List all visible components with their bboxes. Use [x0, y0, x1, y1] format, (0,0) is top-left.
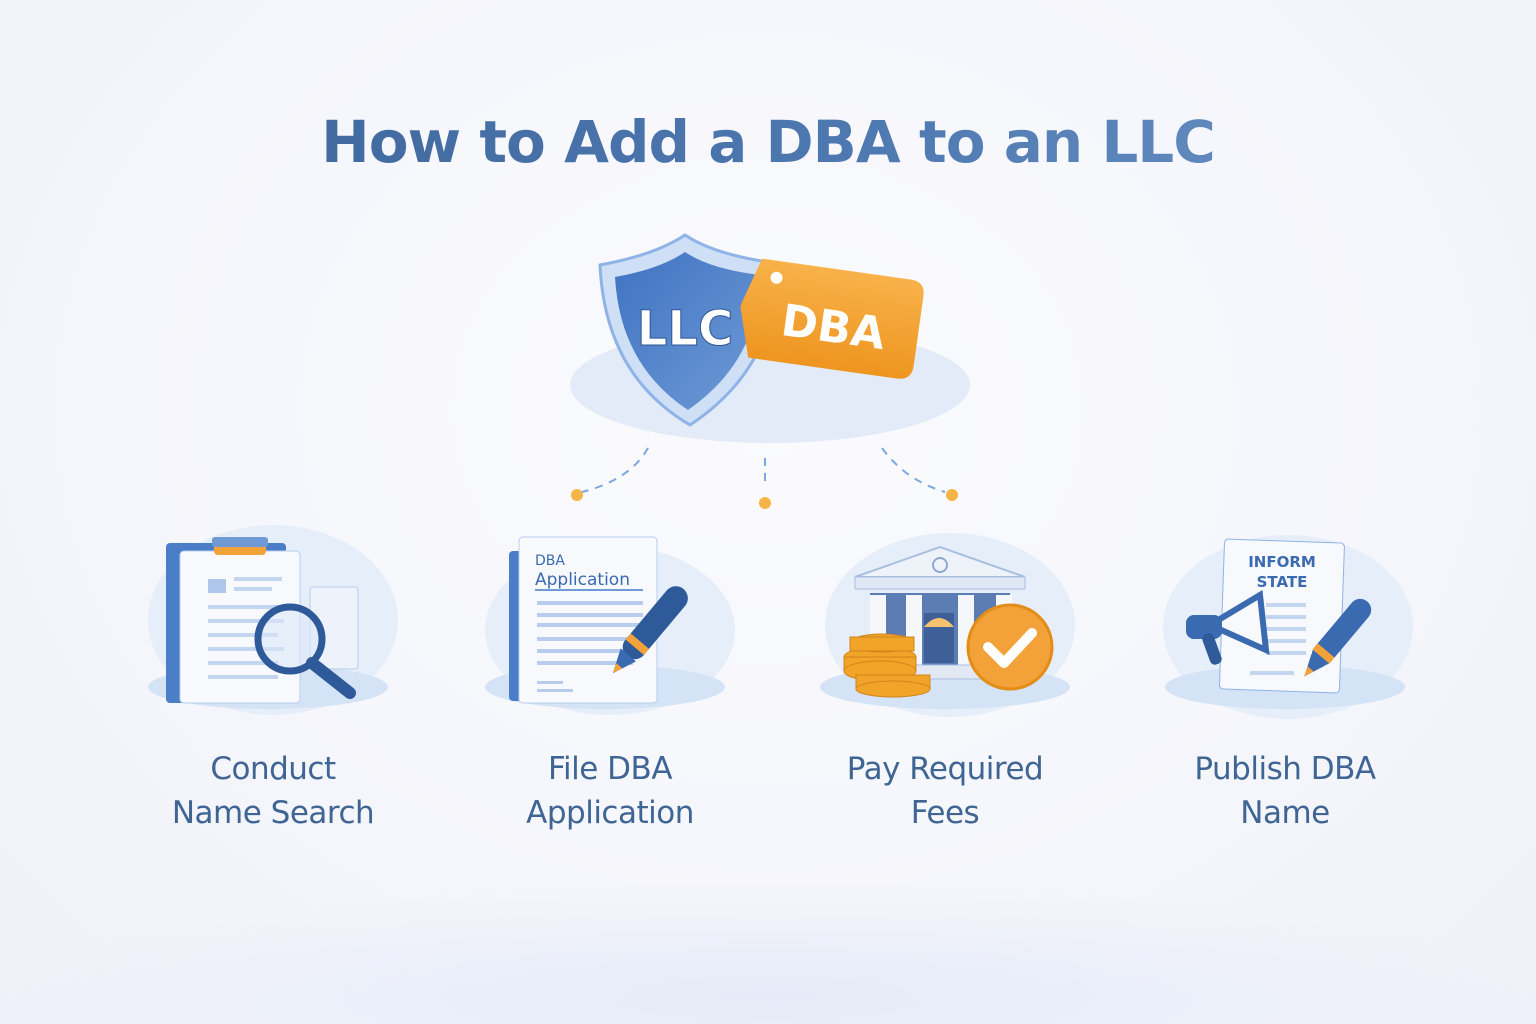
- svg-text:INFORM: INFORM: [1248, 553, 1316, 571]
- bottom-glow: [0, 880, 1536, 1024]
- svg-text:STATE: STATE: [1257, 573, 1308, 591]
- shield-with-tag-icon: LLC DBA: [570, 233, 970, 443]
- hero-illustration: LLC DBA: [560, 225, 980, 455]
- connector-lines: [560, 440, 980, 520]
- svg-text:Application: Application: [535, 570, 630, 590]
- megaphone-document-icon: INFORM STATE: [1163, 535, 1413, 719]
- page-title: How to Add a DBA to an LLC: [0, 108, 1536, 176]
- svg-text:DBA: DBA: [535, 553, 565, 569]
- clipboard-search-icon: [148, 525, 398, 715]
- bank-coins-check-icon: [820, 533, 1075, 717]
- shield-text: LLC: [637, 301, 733, 357]
- application-form-pen-icon: DBA Application: [485, 536, 735, 715]
